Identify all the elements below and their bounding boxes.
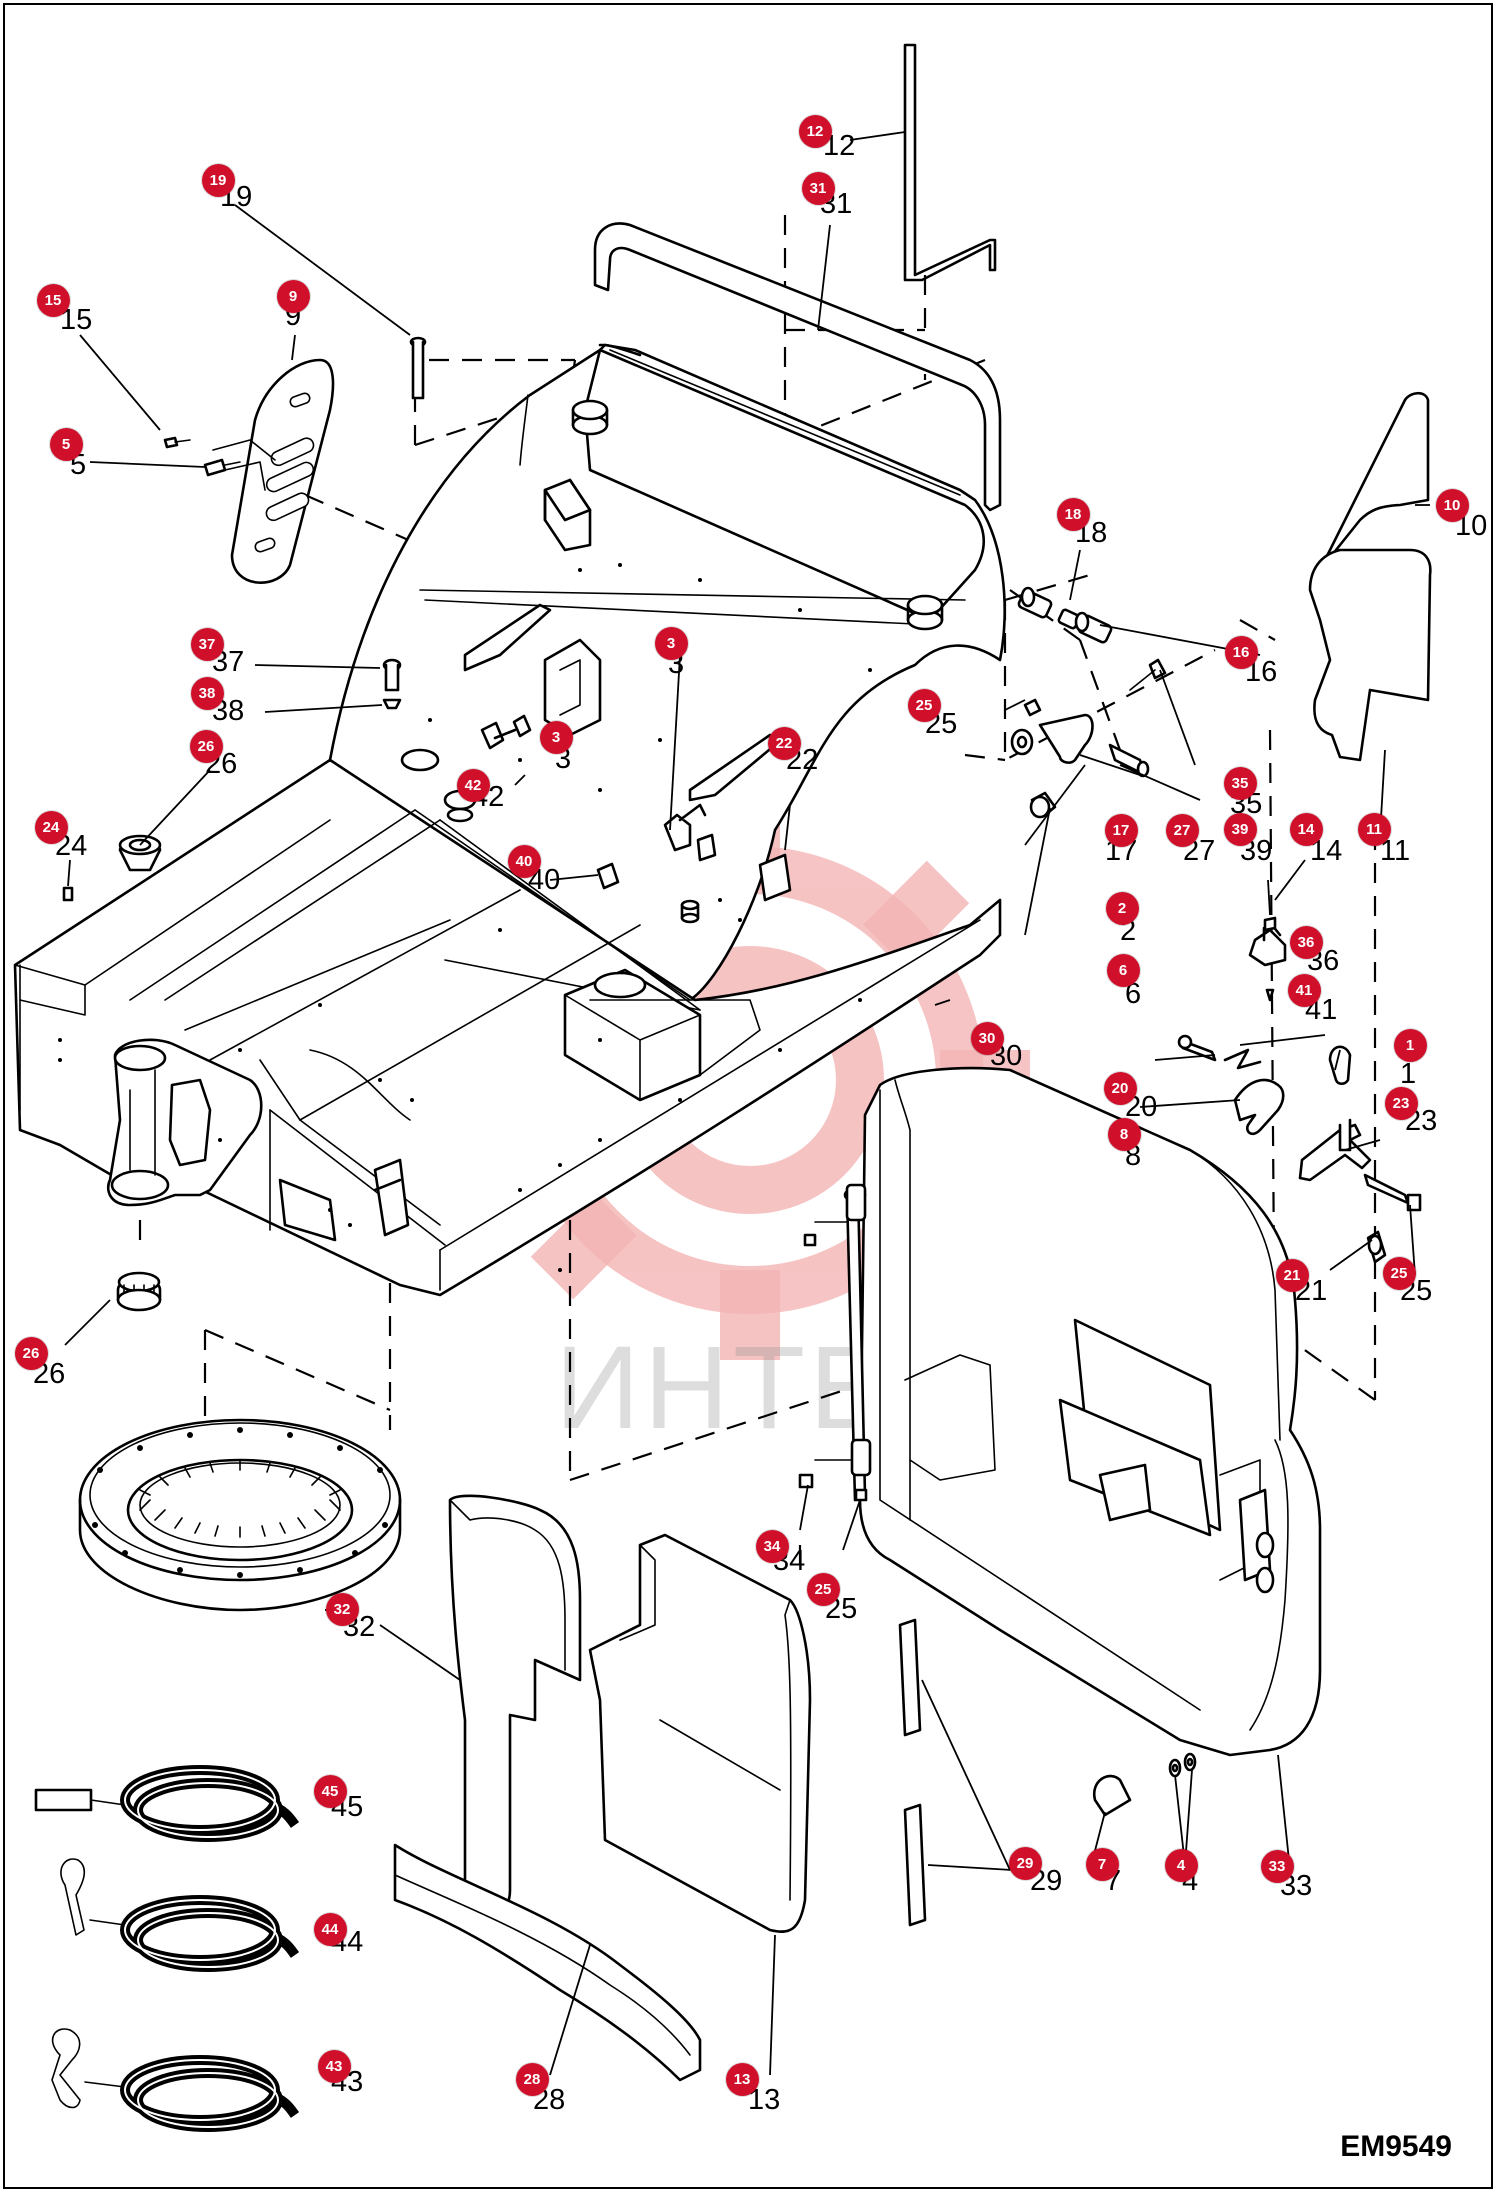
hotspot-36[interactable]: 36 bbox=[1289, 925, 1323, 959]
hotspot-1[interactable]: 1 bbox=[1393, 1028, 1427, 1062]
hotspot-20[interactable]: 20 bbox=[1103, 1071, 1137, 1105]
insulation-panels bbox=[393, 1494, 812, 2082]
hotspot-24[interactable]: 24 bbox=[34, 810, 68, 844]
hotspot-18[interactable]: 18 bbox=[1056, 497, 1090, 531]
hotspot-22[interactable]: 22 bbox=[767, 726, 801, 760]
hose-coils bbox=[34, 1765, 300, 2132]
knob-and-washers bbox=[1092, 1752, 1197, 1817]
hotspot-9[interactable]: 9 bbox=[276, 279, 310, 313]
hotspot-3a[interactable]: 3 bbox=[654, 626, 688, 660]
latch-hardware bbox=[1010, 586, 1422, 1264]
seal-strips bbox=[898, 1618, 927, 1927]
hotspot-5[interactable]: 5 bbox=[49, 427, 83, 461]
hotspot-6[interactable]: 6 bbox=[1106, 953, 1140, 987]
hotspot-25b[interactable]: 25 bbox=[1382, 1256, 1416, 1290]
side-panel-10-11 bbox=[1308, 391, 1432, 762]
part-label-1: 1 bbox=[1400, 1058, 1417, 1090]
hotspot-16[interactable]: 16 bbox=[1224, 635, 1258, 669]
hotspot-37[interactable]: 37 bbox=[190, 627, 224, 661]
hotspot-45[interactable]: 45 bbox=[313, 1774, 347, 1808]
hotspot-15[interactable]: 15 bbox=[36, 283, 70, 317]
hotspot-17[interactable]: 17 bbox=[1104, 813, 1138, 847]
hotspot-32[interactable]: 32 bbox=[325, 1592, 359, 1626]
hotspot-11[interactable]: 11 bbox=[1357, 812, 1391, 846]
hotspot-10[interactable]: 10 bbox=[1435, 488, 1469, 522]
hotspot-33[interactable]: 33 bbox=[1260, 1849, 1294, 1883]
upper-frame bbox=[13, 343, 1006, 1297]
hotspot-26a[interactable]: 26 bbox=[189, 729, 223, 763]
hotspot-7[interactable]: 7 bbox=[1085, 1847, 1119, 1881]
hotspot-42[interactable]: 42 bbox=[456, 768, 490, 802]
hose-profile-double-clip-icon bbox=[51, 2028, 81, 2109]
hotspot-25c[interactable]: 25 bbox=[806, 1572, 840, 1606]
hotspot-30[interactable]: 30 bbox=[970, 1021, 1004, 1055]
leader-lines bbox=[64, 131, 1430, 2076]
part-label-6: 6 bbox=[1125, 978, 1142, 1010]
front-cover bbox=[798, 1066, 1322, 1757]
hotspot-12[interactable]: 12 bbox=[798, 114, 832, 148]
hotspot-21[interactable]: 21 bbox=[1275, 1258, 1309, 1292]
hotspot-39[interactable]: 39 bbox=[1223, 812, 1257, 846]
handrail-and-rod bbox=[593, 43, 1002, 512]
hotspot-19[interactable]: 19 bbox=[201, 163, 235, 197]
small-fasteners bbox=[62, 336, 717, 1312]
hotspot-14[interactable]: 14 bbox=[1289, 812, 1323, 846]
hotspot-3b[interactable]: 3 bbox=[539, 720, 573, 754]
swing-bearing bbox=[78, 1418, 402, 1612]
hotspot-28[interactable]: 28 bbox=[515, 2062, 549, 2096]
hotspot-41[interactable]: 41 bbox=[1287, 973, 1321, 1007]
hose-profile-rect-icon bbox=[34, 1788, 93, 1812]
hotspot-13[interactable]: 13 bbox=[725, 2062, 759, 2096]
hotspot-31[interactable]: 31 bbox=[801, 171, 835, 205]
hotspot-34[interactable]: 34 bbox=[755, 1529, 789, 1563]
hotspot-29[interactable]: 29 bbox=[1008, 1846, 1042, 1880]
hotspot-38[interactable]: 38 bbox=[190, 676, 224, 710]
hotspot-2[interactable]: 2 bbox=[1105, 891, 1139, 925]
hotspot-35[interactable]: 35 bbox=[1223, 766, 1257, 800]
hotspot-23[interactable]: 23 bbox=[1384, 1086, 1418, 1120]
hose-profile-clip-icon bbox=[60, 1858, 86, 1936]
hotspot-4[interactable]: 4 bbox=[1164, 1848, 1198, 1882]
hotspot-8[interactable]: 8 bbox=[1107, 1117, 1141, 1151]
drawing-code: EM9549 bbox=[1340, 2130, 1452, 2163]
hotspot-44[interactable]: 44 bbox=[313, 1912, 347, 1946]
drawing-frame bbox=[3, 3, 1493, 2189]
hotspot-43[interactable]: 43 bbox=[317, 2049, 351, 2083]
hotspot-40[interactable]: 40 bbox=[507, 844, 541, 878]
hotspot-26b[interactable]: 26 bbox=[14, 1336, 48, 1370]
panel-9 bbox=[212, 358, 335, 584]
hotspot-25a[interactable]: 25 bbox=[907, 688, 941, 722]
hotspot-27[interactable]: 27 bbox=[1165, 813, 1199, 847]
